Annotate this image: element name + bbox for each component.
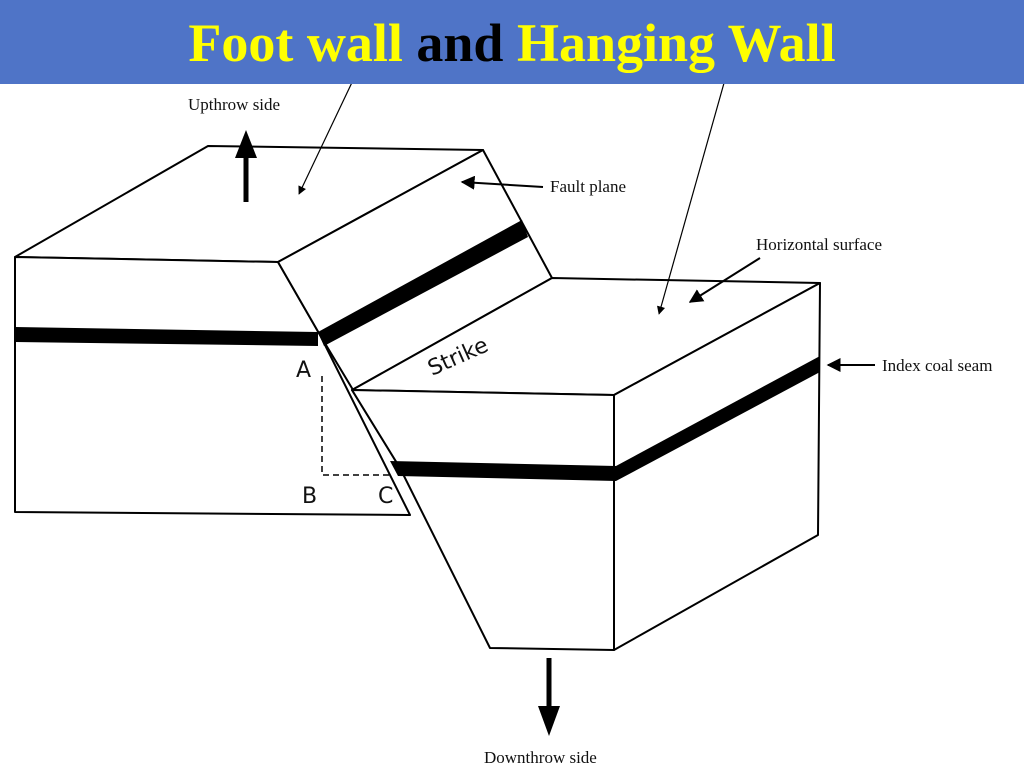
downthrow-label: Downthrow side bbox=[484, 748, 597, 767]
coal-seam-hangingwall-front bbox=[390, 461, 616, 481]
hanging-wall-pointer bbox=[657, 84, 725, 315]
title-and: and bbox=[416, 13, 504, 73]
downthrow-arrowhead bbox=[538, 706, 560, 736]
horizontal-surface-pointer bbox=[688, 257, 761, 303]
hangingwall-side-face bbox=[613, 282, 821, 651]
title-foot-wall: Foot wall bbox=[188, 13, 403, 73]
fault-plane-pointer bbox=[460, 175, 544, 190]
foot-wall-pointer bbox=[298, 84, 352, 195]
coal-seam-footwall bbox=[15, 327, 318, 346]
fault-plane-label: Fault plane bbox=[550, 177, 626, 196]
throw-dashed-line bbox=[321, 376, 392, 476]
coal-seam-fault-plane bbox=[318, 220, 528, 346]
horizontal-surface-label: Horizontal surface bbox=[756, 235, 882, 254]
index-coal-seam-label: Index coal seam bbox=[882, 356, 992, 375]
title-hanging-wall: Hanging Wall bbox=[516, 13, 836, 73]
point-a-label: A bbox=[296, 358, 311, 383]
title-bar: Foot wall and Hanging Wall bbox=[0, 0, 1024, 84]
upthrow-arrowhead bbox=[235, 130, 257, 158]
fault-block-diagram: Upthrow side Fault plane Horizontal surf… bbox=[14, 84, 992, 767]
coal-seam-hangingwall-side bbox=[616, 356, 820, 481]
hangingwall-front-face bbox=[351, 389, 615, 651]
point-b-label: B bbox=[302, 484, 317, 509]
upthrow-label: Upthrow side bbox=[188, 95, 280, 114]
slide-title: Foot wall and Hanging Wall bbox=[188, 14, 835, 70]
point-c-label: C bbox=[378, 484, 393, 509]
